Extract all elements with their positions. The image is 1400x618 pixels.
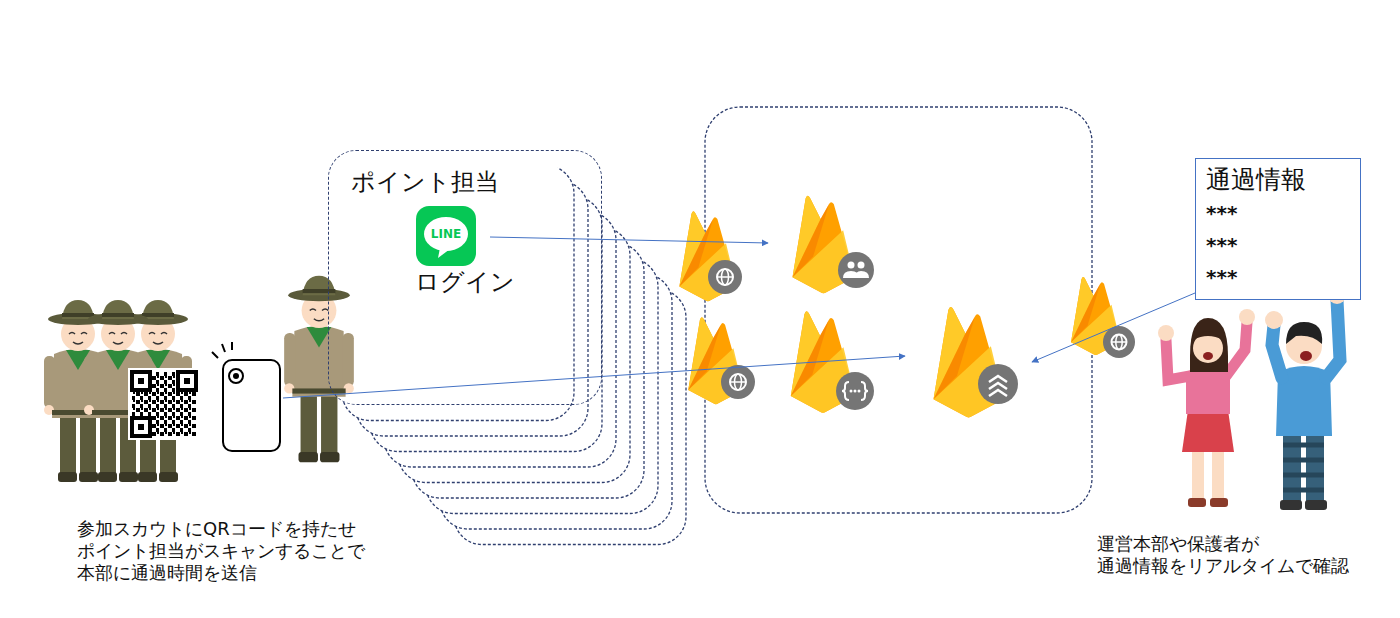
caption: 運営本部や保護者が 通過情報をリアルタイムで確認 (1097, 533, 1387, 577)
firebase-functions-icon (791, 311, 874, 412)
parent-man (1265, 286, 1346, 510)
node-heading: ポイント担当 (351, 167, 499, 197)
point-staff-panel: ポイント担当ログイン LINE (328, 150, 602, 405)
smartphone (212, 342, 280, 451)
info-box: 通過情報********* (1195, 158, 1361, 300)
node-heading: 通過情報 (1206, 163, 1350, 197)
node-text: ログイン (329, 267, 601, 297)
scan-arrow (283, 356, 905, 398)
node-text: *** (1206, 229, 1350, 261)
parent-woman (1158, 309, 1255, 507)
point-staff-figure (284, 276, 354, 463)
stacked-panels (328, 150, 686, 545)
qr-code (128, 368, 200, 440)
login-arrow (490, 237, 768, 243)
line-logo: LINE (416, 206, 476, 266)
firebase-hosting-icon (1071, 277, 1135, 358)
firebase-hosting-icon (688, 317, 755, 404)
firebase-firestore-icon (934, 307, 1019, 418)
firebase-project-boundary (705, 107, 1092, 513)
node-text: *** (1206, 261, 1350, 293)
firebase-auth-icon (793, 196, 875, 294)
node-text: *** (1206, 197, 1350, 229)
scout-figure (84, 300, 152, 482)
logo-text: LINE (416, 226, 476, 242)
firebase-hosting-icon (679, 211, 742, 301)
caption: 参加スカウトにQRコードを持たせ ポイント担当がスキャンすることで 本部に通過時… (77, 518, 407, 584)
